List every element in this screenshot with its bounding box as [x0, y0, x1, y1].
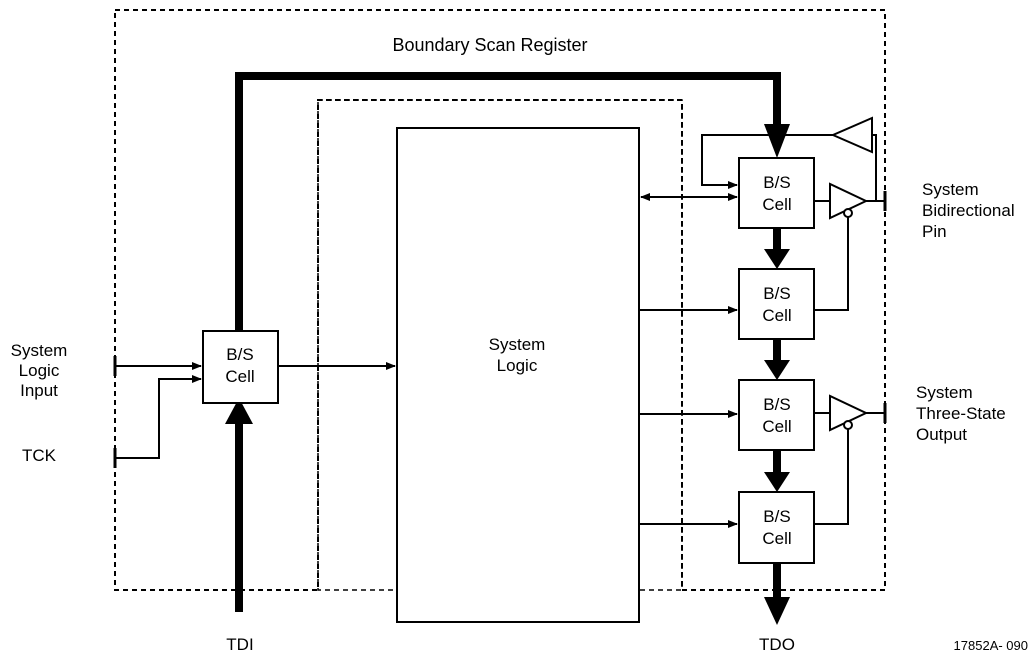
- bs-cell-input: B/S Cell: [202, 330, 279, 404]
- svg-text:B/S: B/S: [763, 507, 790, 526]
- figure-id: 17852A- 090: [954, 638, 1028, 652]
- svg-text:Logic: Logic: [19, 361, 60, 380]
- svg-text:B/S: B/S: [763, 395, 790, 414]
- register-title: Boundary Scan Register: [392, 35, 587, 55]
- system-logic-label-line2: Logic: [497, 356, 538, 375]
- svg-text:Cell: Cell: [762, 195, 791, 214]
- tdi-label: TDI: [226, 635, 253, 652]
- svg-text:Cell: Cell: [225, 367, 254, 386]
- svg-text:B/S: B/S: [763, 173, 790, 192]
- svg-text:Bidirectional: Bidirectional: [922, 201, 1015, 220]
- system-logic-input-label: System Logic Input: [11, 341, 68, 400]
- bidirectional-pin-label: System Bidirectional Pin: [922, 180, 1015, 241]
- tck-label: TCK: [22, 446, 57, 465]
- svg-text:Three-State: Three-State: [916, 404, 1006, 423]
- svg-text:B/S: B/S: [763, 284, 790, 303]
- svg-text:Pin: Pin: [922, 222, 947, 241]
- scan-path-arrowheads: [225, 124, 790, 625]
- bs-cell-three-state-control: B/S Cell: [738, 491, 815, 564]
- system-logic-block: [396, 127, 640, 623]
- svg-text:Input: Input: [20, 381, 58, 400]
- bs-cell-three-state-output: B/S Cell: [738, 379, 815, 451]
- svg-text:B/S: B/S: [226, 345, 253, 364]
- bidirectional-buffers: [701, 116, 885, 311]
- tdo-label: TDO: [759, 635, 795, 652]
- svg-text:Cell: Cell: [762, 306, 791, 325]
- input-signal-lines: [115, 362, 396, 459]
- svg-text:Cell: Cell: [762, 417, 791, 436]
- three-state-buffer: [814, 394, 885, 525]
- bs-cell-bidirectional-output: B/S Cell: [738, 157, 815, 229]
- svg-text:Output: Output: [916, 425, 967, 444]
- system-logic-label-line1: System: [489, 335, 546, 354]
- svg-text:System: System: [922, 180, 979, 199]
- logic-to-cell-lines: [639, 193, 738, 528]
- three-state-output-label: System Three-State Output: [916, 383, 1006, 444]
- svg-text:Cell: Cell: [762, 529, 791, 548]
- bs-cell-bidirectional-control: B/S Cell: [738, 268, 815, 340]
- svg-text:System: System: [11, 341, 68, 360]
- svg-text:System: System: [916, 383, 973, 402]
